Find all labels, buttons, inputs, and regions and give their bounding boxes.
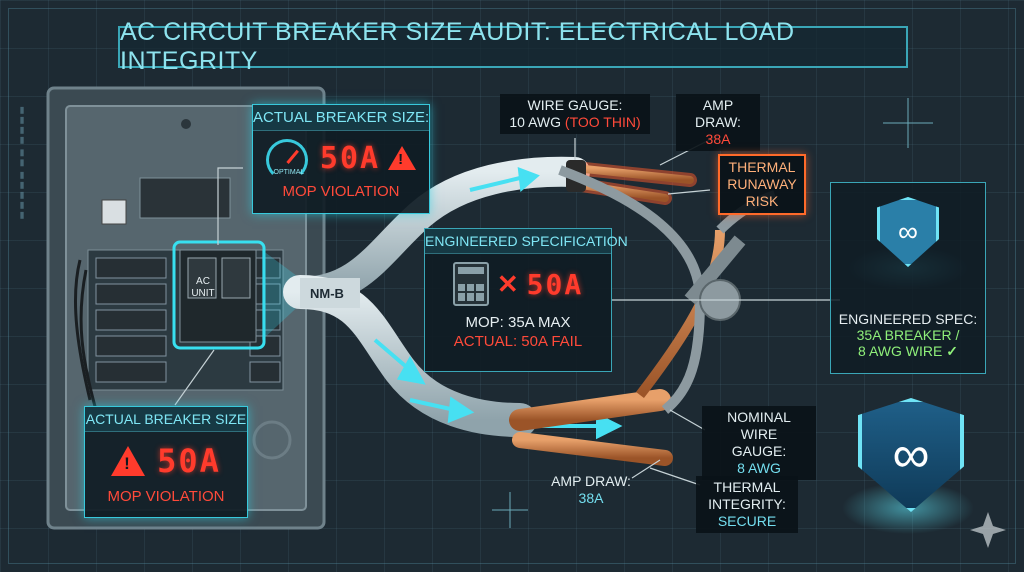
gauge-icon: OPTIMAL [265, 139, 312, 181]
callout-heading: ACTUAL BREAKER SIZE: [253, 105, 429, 131]
wire-gauge-label: WIRE GAUGE: 10 AWG (TOO THIN) [500, 94, 650, 134]
callout-lines [174, 135, 840, 486]
thermal-runaway-label: THERMAL RUNAWAY RISK [718, 154, 806, 215]
warning-icon: ! [111, 446, 146, 476]
spec-heading: ENGINEERED SPECIFICATION [425, 229, 628, 254]
amp-draw-top-label: AMP DRAW: 38A [676, 94, 760, 151]
mop-line: MOP: 35A MAX [465, 314, 571, 331]
violation-status: MOP VIOLATION [282, 183, 400, 200]
spec-line-1: ENGINEERED SPEC: [838, 311, 978, 327]
actual-breaker-callout-top: ACTUAL BREAKER SIZE: OPTIMAL 50A ! MOP V… [252, 104, 430, 214]
cross-icon: ✕ [496, 268, 519, 299]
amp-draw-bottom-label: AMP DRAW: 38A [551, 473, 631, 506]
calculator-icon [452, 262, 489, 306]
callout-heading: ACTUAL BREAKER SIZE [85, 407, 247, 432]
warning-icon: ! [388, 146, 417, 170]
check-icon: ✓ [946, 343, 958, 359]
violation-status: MOP VIOLATION [107, 488, 225, 505]
engineered-spec-box: ENGINEERED SPECIFICATION ✕ 50A MOP: 35A … [424, 228, 628, 372]
nominal-wire-gauge-label: NOMINAL WIRE GAUGE: 8 AWG [702, 406, 816, 480]
breaker-value: 50A [157, 442, 221, 480]
cable-label: NM-B [310, 286, 344, 301]
actual-breaker-callout-bottom: ACTUAL BREAKER SIZE ! 50A MOP VIOLATION [84, 406, 248, 518]
spec-value: 50A [526, 267, 584, 301]
page-title: AC CIRCUIT BREAKER SIZE AUDIT: ELECTRICA… [118, 18, 908, 75]
hud-frame [8, 8, 1016, 564]
actual-line: ACTUAL: 50A FAIL [453, 333, 583, 350]
breaker-value: 50A [319, 140, 381, 176]
engineered-spec-panel: ∞ ENGINEERED SPEC: 35A BREAKER / 8 AWG W… [830, 182, 986, 374]
side-decor-text: ▮▮▮▮▮ ▮▮ ▮▮▮▮ [16, 104, 26, 220]
sparkle-icon [970, 512, 1006, 548]
thermal-integrity-label: THERMAL INTEGRITY: SECURE [696, 476, 798, 533]
shield-icon: ∞ [877, 197, 939, 267]
spec-line-3: 8 AWG WIRE [858, 343, 943, 359]
spec-line-2: 35A BREAKER / [856, 327, 960, 343]
ac-unit-label: AC UNIT [191, 276, 215, 299]
crosshair-decor [492, 98, 933, 528]
